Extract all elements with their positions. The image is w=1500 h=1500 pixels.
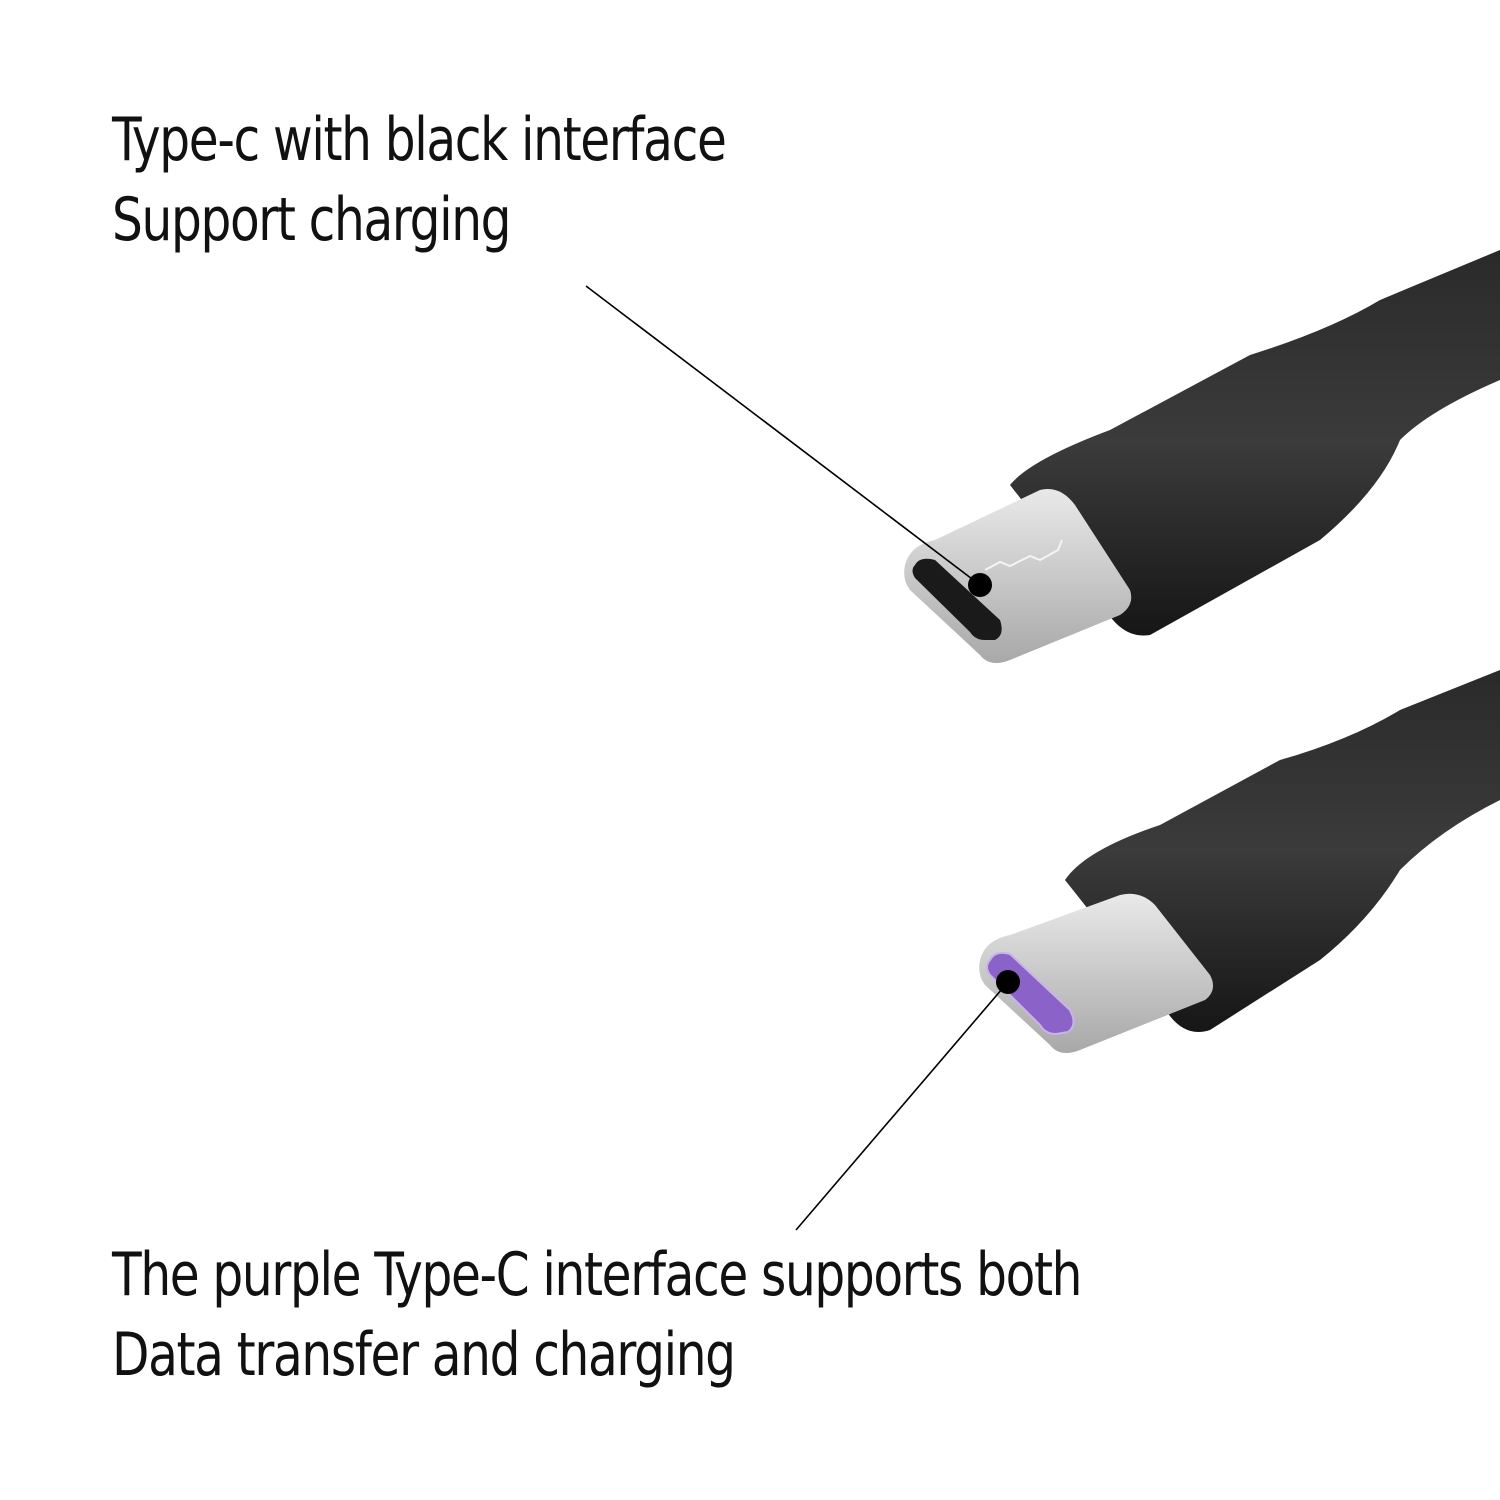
top-caption-line-2: Support charging: [112, 185, 512, 255]
top-caption-line-1: Type-c with black interface: [112, 105, 727, 175]
engraved-mark: [984, 539, 1063, 571]
black-interface-opening: [912, 558, 1002, 640]
bottom-caption-line-2: Data transfer and charging: [112, 1320, 736, 1390]
bottom-leader-line: [795, 981, 1009, 1231]
bottom-caption: The purple Type-C interface supports bot…: [112, 1235, 1189, 1395]
top-leader-dot: [968, 573, 992, 597]
black-cable-body: [1010, 250, 1500, 636]
top-usb-c-connector: [904, 250, 1500, 664]
bottom-usb-c-connector: [979, 670, 1500, 1054]
top-leader-line: [585, 285, 981, 586]
top-caption: Type-c with black interface Support char…: [112, 100, 794, 260]
bottom-caption-line-1: The purple Type-C interface supports bot…: [112, 1240, 1082, 1310]
bottom-leader-dot: [996, 970, 1020, 994]
